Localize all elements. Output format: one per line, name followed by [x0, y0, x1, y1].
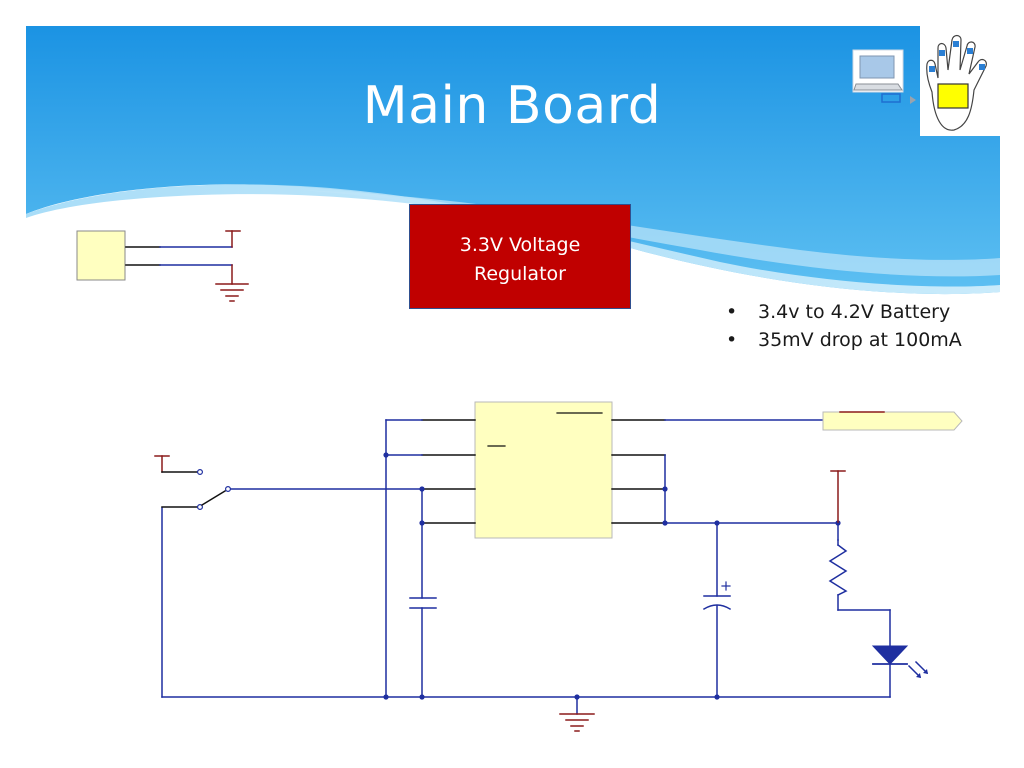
battery-connector [76, 230, 249, 302]
resistor-icon [828, 543, 848, 597]
slide-title: Main Board [362, 76, 662, 136]
bullet-dropout: 35mV drop at 100mA [724, 326, 962, 354]
hand-glove-icon [920, 26, 1002, 136]
ground-icon [215, 264, 249, 302]
spec-bullets: 3.4v to 4.2V Battery 35mV drop at 100mA [724, 298, 962, 354]
bullet-battery-range: 3.4v to 4.2V Battery [724, 298, 962, 326]
capacitor-icon [409, 597, 437, 609]
supply-symbol [830, 470, 846, 523]
switch-icon [154, 455, 232, 511]
led-diode-icon [871, 645, 929, 679]
regulator-ic [421, 401, 666, 539]
laptop-icon [852, 49, 916, 104]
junction-dots [383, 452, 841, 700]
electrolytic-capacitor-icon [702, 581, 732, 611]
output-net-label [822, 411, 963, 431]
regulator-line-2: Regulator [474, 263, 566, 285]
supply-symbol [225, 230, 241, 248]
ground-icon [559, 713, 595, 732]
voltage-regulator-label-box: 3.3V Voltage Regulator [409, 204, 631, 309]
glove-logo [852, 26, 1002, 136]
wires [161, 419, 891, 715]
regulator-line-1: 3.3V Voltage [459, 234, 581, 256]
